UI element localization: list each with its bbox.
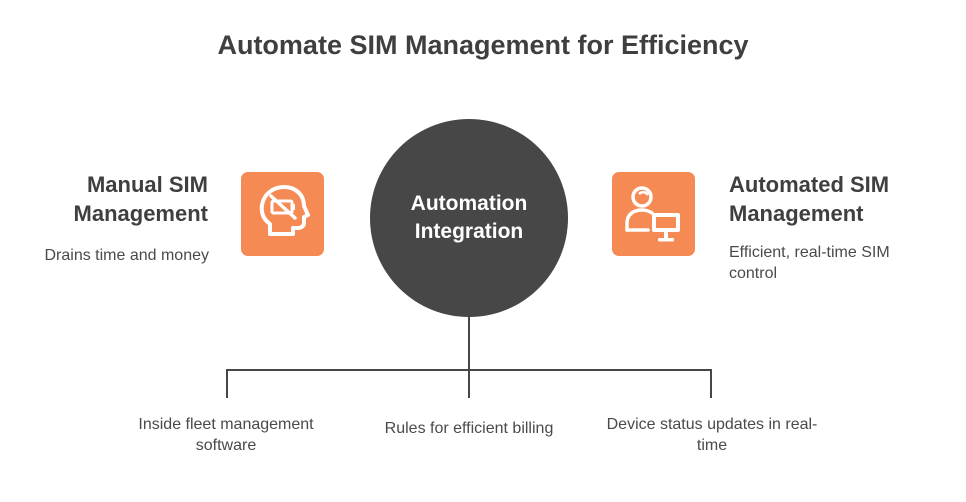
bottom-item-status-updates: Device status updates in real-time xyxy=(606,416,818,454)
bottom-item-fleet-software: Inside fleet management software xyxy=(138,416,314,454)
automated-sim-heading: Automated SIM Management xyxy=(729,172,890,226)
automated-sim-description: Efficient, real-time SIM control xyxy=(729,244,890,282)
manual-sim-description: Drains time and money xyxy=(44,247,209,264)
head-with-battery-off-icon xyxy=(241,172,324,256)
bottom-item-billing-rules: Rules for efficient billing xyxy=(384,420,554,437)
automation-integration-circle: Automation Integration xyxy=(370,119,568,317)
automation-integration-label: Automation Integration xyxy=(410,192,528,243)
manual-sim-heading: Manual SIM Management xyxy=(73,172,208,226)
person-with-monitor-icon xyxy=(612,172,695,256)
diagram-title: Automate SIM Management for Efficiency xyxy=(217,30,749,60)
